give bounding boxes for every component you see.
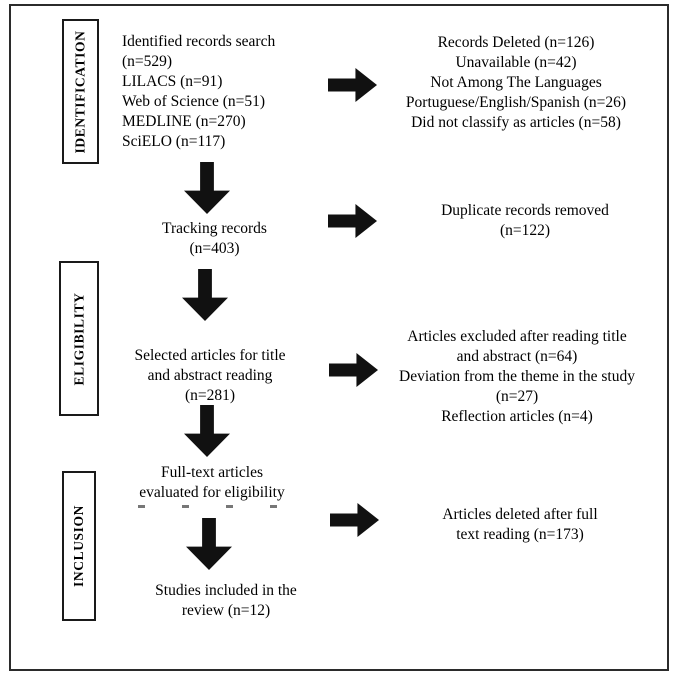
exclusion-box-duplicates-removed: Duplicate records removed (n=122) [441, 202, 609, 239]
exclusion-box-fulltext-deleted: Articles deleted after full text reading… [442, 506, 598, 543]
diagram-border [9, 4, 669, 671]
cropped-text-remnant [138, 505, 310, 508]
flow-box-included-studies: Studies included in the review (n=12) [155, 582, 297, 619]
stage-box-inclusion: INCLUSION [62, 471, 96, 621]
stage-box-identification: IDENTIFICATION [62, 19, 99, 164]
flow-box-fulltext-articles: Full-text articles evaluated for eligibi… [139, 464, 285, 501]
exclusion-box-records-deleted: Records Deleted (n=126) Unavailable (n=4… [405, 34, 627, 131]
flow-box-identified-records: Identified records search (n=529) LILACS… [122, 33, 276, 150]
exclusion-box-title-abstract-excluded: Articles excluded after reading title an… [399, 328, 635, 425]
stage-inclusion-label: INCLUSION [71, 505, 87, 587]
stage-identification-label: IDENTIFICATION [72, 30, 88, 153]
flow-box-selected-articles: Selected articles for title and abstract… [134, 347, 286, 404]
stage-eligibility-label: ELIGIBILITY [71, 292, 87, 385]
flow-box-tracking-records: Tracking records (n=403) [162, 220, 267, 257]
stage-box-eligibility: ELIGIBILITY [59, 261, 99, 416]
